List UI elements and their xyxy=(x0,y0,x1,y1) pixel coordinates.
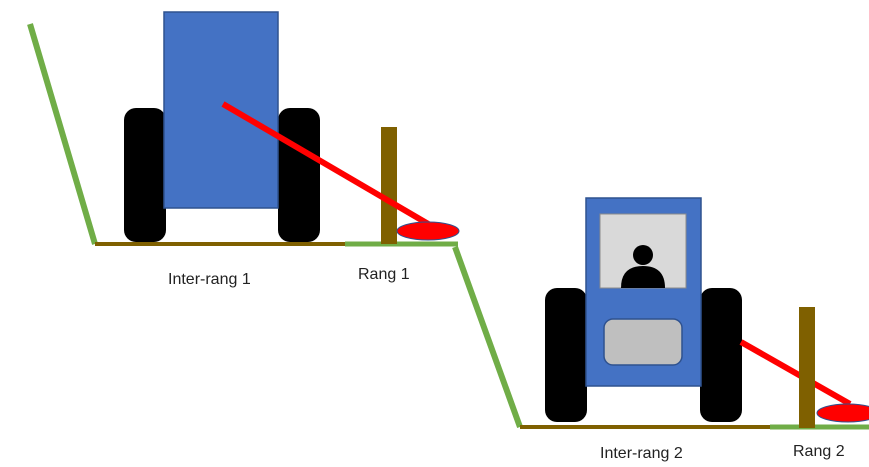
lower-terrace xyxy=(452,245,869,430)
tractor-2-grille xyxy=(603,318,683,366)
inter-rang-2-label: Inter-rang 2 xyxy=(600,445,683,462)
tractor-2-right-wheel xyxy=(700,288,742,422)
tractor-2-left-wheel xyxy=(545,288,587,422)
upper-terrace xyxy=(27,23,458,247)
tractor-1-body xyxy=(163,11,279,209)
mower-arm-2 xyxy=(739,339,852,407)
rang-1-post xyxy=(381,127,397,244)
tractor-1-right-wheel xyxy=(278,108,320,242)
rang-2-post xyxy=(799,307,815,428)
lower-slope xyxy=(452,245,523,429)
mower-disc-2 xyxy=(816,403,869,423)
tractor-1-left-wheel xyxy=(124,108,166,242)
driver-icon xyxy=(621,245,665,288)
tractor-front-icon xyxy=(545,197,742,422)
rang-1-label: Rang 1 xyxy=(358,266,410,283)
mower-disc-1 xyxy=(396,221,460,241)
mower-arm-1 xyxy=(221,101,432,228)
inter-rang-1-label: Inter-rang 1 xyxy=(168,271,251,288)
upper-slope xyxy=(27,23,98,245)
rang-2-label: Rang 2 xyxy=(793,443,845,460)
tractor-rear-icon xyxy=(124,11,320,242)
